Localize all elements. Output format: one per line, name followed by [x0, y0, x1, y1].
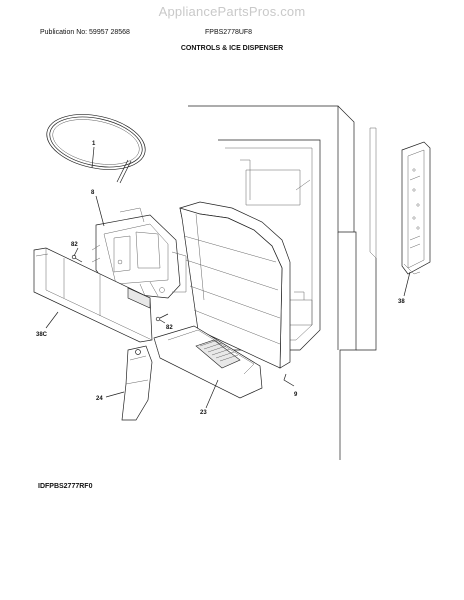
part-9-splash-guard: [179, 201, 291, 369]
part-8-control-housing: [91, 207, 187, 299]
part-1-tubing-coil: [46, 114, 146, 184]
callout-38: 38: [398, 299, 405, 305]
callout-24: 24: [96, 396, 103, 402]
part-82-screw-lower: [155, 313, 169, 322]
callout-38c: 38C: [36, 332, 48, 338]
part-23-drip-tray: [153, 325, 263, 399]
part-38c-front-panel: [33, 247, 153, 343]
watermark: AppliancePartsPros.com: [158, 4, 306, 19]
callout-82-lower: 82: [166, 325, 173, 331]
publication-number: Publication No: 59957 28568: [40, 29, 130, 36]
part-82-screw-upper: [71, 254, 83, 263]
callout-1: 1: [92, 141, 96, 147]
callout-23: 23: [200, 410, 207, 416]
model-number: FPBS2778UF8: [205, 29, 253, 36]
part-38-control-board: [401, 141, 431, 275]
part-24-actuator-paddle: [121, 345, 153, 421]
diagram-id: IDFPBS2777RF0: [38, 483, 93, 490]
leader-lines: [45, 146, 411, 409]
callout-82-upper: 82: [71, 242, 78, 248]
section-title: CONTROLS & ICE DISPENSER: [180, 45, 284, 52]
callout-8: 8: [91, 190, 95, 196]
callout-9: 9: [294, 392, 298, 398]
